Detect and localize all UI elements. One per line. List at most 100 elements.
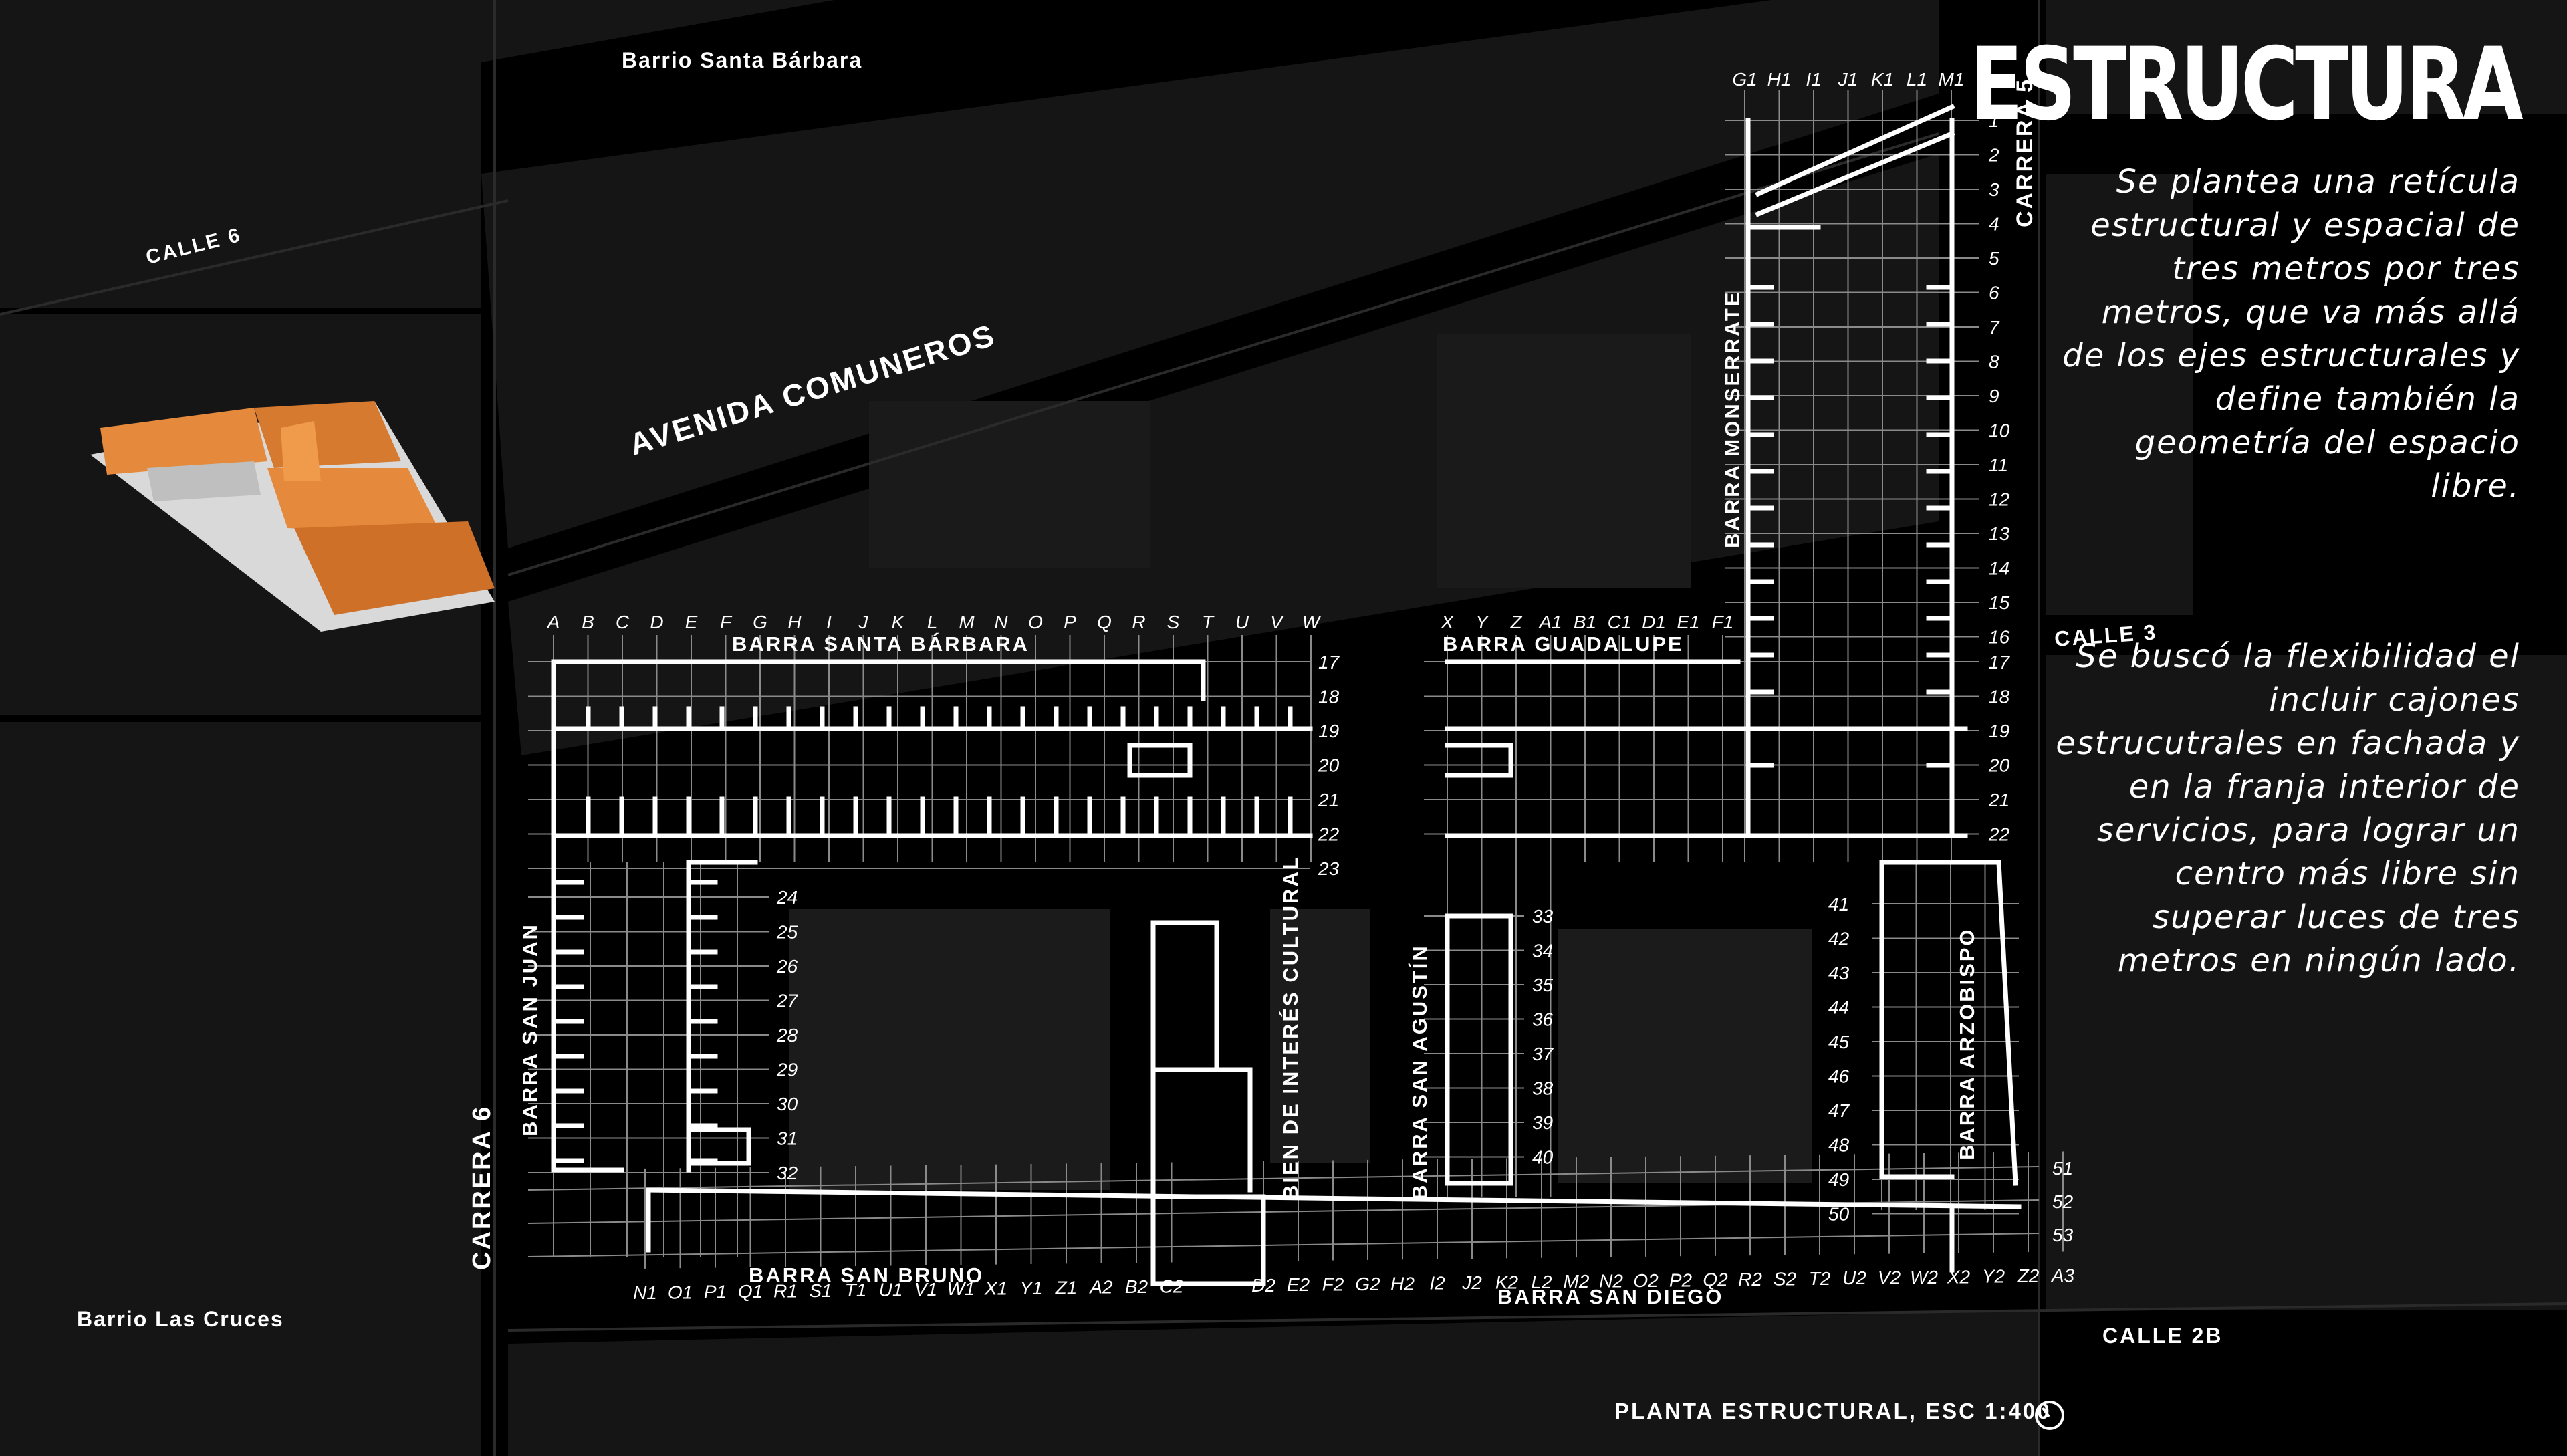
axis-label-row-13: 13 [1989, 523, 2010, 544]
page-title: ESTRUCTURA [1969, 27, 2523, 143]
north-arrow-icon [2035, 1401, 2064, 1430]
axis-label-J1: J1 [1838, 69, 1858, 90]
axis-label-D: D [650, 612, 663, 632]
axis-label-O1: O1 [668, 1282, 693, 1302]
wall-segment [646, 1187, 2022, 1209]
barrio-las-cruces-label: Barrio Las Cruces [77, 1307, 284, 1331]
bien-interes-cultural-label: BIEN DE INTERÉS CULTURAL [1279, 855, 1302, 1200]
axis-label-I1: I1 [1806, 69, 1821, 90]
axis-label-A1: A1 [1538, 612, 1562, 632]
axis-label-row-24: 24 [776, 887, 798, 908]
axis-label-row-47: 47 [1828, 1100, 1850, 1121]
axis-label-Q2: Q2 [1703, 1269, 1728, 1290]
axis-label-G: G [753, 612, 767, 632]
axis-label-row-1: 1 [1989, 110, 1999, 131]
description-paragraph-1: Se plantea una retícula estructural y es… [2062, 163, 2520, 505]
axis-label-Y2: Y2 [1982, 1266, 2005, 1287]
axis-label-N: N [994, 612, 1008, 632]
axis-label-row-2: 2 [1988, 145, 1999, 166]
axis-label-row-east-21: 21 [1988, 790, 2009, 810]
barra-santa-barbara-label: BARRA SANTA BÁRBARA [732, 632, 1030, 656]
axis-label-row-53: 53 [2052, 1225, 2074, 1245]
axis-label-row-48: 48 [1828, 1135, 1850, 1156]
axis-label-U: U [1235, 612, 1249, 632]
barra-san-bruno-label: BARRA SAN BRUNO [749, 1263, 985, 1287]
axis-label-row-52: 52 [2052, 1191, 2074, 1212]
axis-label-L1: L1 [1907, 69, 1927, 90]
axis-label-row-7: 7 [1989, 317, 2000, 338]
axis-label-row-51: 51 [2052, 1158, 2073, 1179]
axis-label-row-17: 17 [1318, 652, 1340, 673]
axis-label-C2: C2 [1160, 1276, 1184, 1296]
grid-row-51 [527, 1166, 2040, 1191]
axis-label-Z1: Z1 [1055, 1277, 1078, 1298]
axis-label-row-35: 35 [1532, 975, 1554, 995]
axis-label-R: R [1132, 612, 1145, 632]
axis-label-Q: Q [1097, 612, 1112, 632]
axis-label-H2: H2 [1390, 1273, 1415, 1294]
axis-label-Z2: Z2 [2017, 1265, 2040, 1286]
scale-label: PLANTA ESTRUCTURAL, ESC 1:400 [1614, 1399, 2052, 1423]
axis-label-X: X [1441, 612, 1455, 632]
axis-label-B: B [582, 612, 594, 632]
axis-label-M2: M2 [1564, 1271, 1590, 1292]
axis-label-E2: E2 [1287, 1274, 1310, 1295]
axis-label-M1: M1 [1939, 69, 1965, 90]
axis-label-W2: W2 [1910, 1267, 1938, 1288]
axis-label-V2: V2 [1878, 1267, 1901, 1288]
axis-label-U1: U1 [879, 1279, 903, 1300]
axis-label-G1: G1 [1732, 69, 1757, 90]
axis-label-U2: U2 [1842, 1267, 1866, 1288]
axis-label-row-18: 18 [1318, 687, 1340, 707]
axis-label-M: M [959, 612, 975, 632]
wall-segment [1755, 130, 1955, 217]
axis-label-row-26: 26 [776, 956, 798, 977]
axis-label-Y: Y [1475, 612, 1489, 632]
axis-label-X2: X2 [1947, 1266, 1971, 1287]
wall-segment [1755, 104, 1955, 197]
axis-label-V1: V1 [914, 1279, 937, 1300]
axis-label-row-36: 36 [1532, 1009, 1554, 1030]
building-model-thumbnail [90, 401, 495, 632]
axis-label-row-3: 3 [1989, 179, 1999, 200]
axis-label-Q1: Q1 [738, 1281, 763, 1302]
axis-label-K: K [892, 612, 905, 632]
axis-label-row-6: 6 [1989, 283, 1999, 304]
axis-label-W: W [1302, 612, 1322, 632]
axis-label-row-40: 40 [1532, 1147, 1554, 1168]
axis-label-E1: E1 [1677, 612, 1699, 632]
carrera-5-label: CARRERA 5 [2012, 77, 2038, 227]
carrera-6-label: CARRERA 6 [468, 1104, 496, 1270]
axis-label-row-8: 8 [1989, 352, 1999, 372]
axis-label-row-15: 15 [1989, 592, 2010, 613]
axis-label-C1: C1 [1608, 612, 1632, 632]
barra-san-agustin-label: BARRA SAN AGUSTÍN [1408, 944, 1431, 1200]
axis-label-row-39: 39 [1532, 1112, 1553, 1133]
axis-label-Z: Z [1509, 612, 1522, 632]
axis-label-row-19: 19 [1318, 721, 1339, 741]
axis-label-W1: W1 [947, 1278, 975, 1299]
axis-label-row-25: 25 [776, 922, 798, 943]
axis-label-C: C [616, 612, 630, 632]
axis-label-row-east-20: 20 [1988, 755, 2010, 776]
axis-label-K1: K1 [1871, 69, 1894, 90]
axis-label-row-23: 23 [1318, 858, 1340, 879]
axis-label-L2: L2 [1531, 1271, 1552, 1292]
axis-label-row-east-22: 22 [1988, 824, 2010, 845]
barra-monserrate-label: BARRA MONSERRATE [1721, 290, 1744, 548]
axis-label-row-42: 42 [1828, 929, 1850, 949]
barra-san-diego-label: BARRA SAN DIEGO [1497, 1285, 1724, 1308]
axis-label-row-44: 44 [1828, 997, 1849, 1018]
axis-label-F2: F2 [1322, 1274, 1344, 1295]
axis-label-J2: J2 [1461, 1272, 1482, 1293]
axis-label-S2: S2 [1774, 1268, 1797, 1289]
axis-label-row-9: 9 [1989, 386, 1999, 406]
description-paragraph-2: Se buscó la flexibilidad el incluir cajo… [2056, 638, 2520, 979]
axis-label-row-31: 31 [777, 1128, 798, 1149]
axis-label-H1: H1 [1767, 69, 1792, 90]
axis-label-P: P [1064, 612, 1076, 632]
axis-label-L: L [927, 612, 938, 632]
axis-label-row-27: 27 [776, 991, 799, 1011]
axis-label-row-50: 50 [1828, 1204, 1850, 1225]
